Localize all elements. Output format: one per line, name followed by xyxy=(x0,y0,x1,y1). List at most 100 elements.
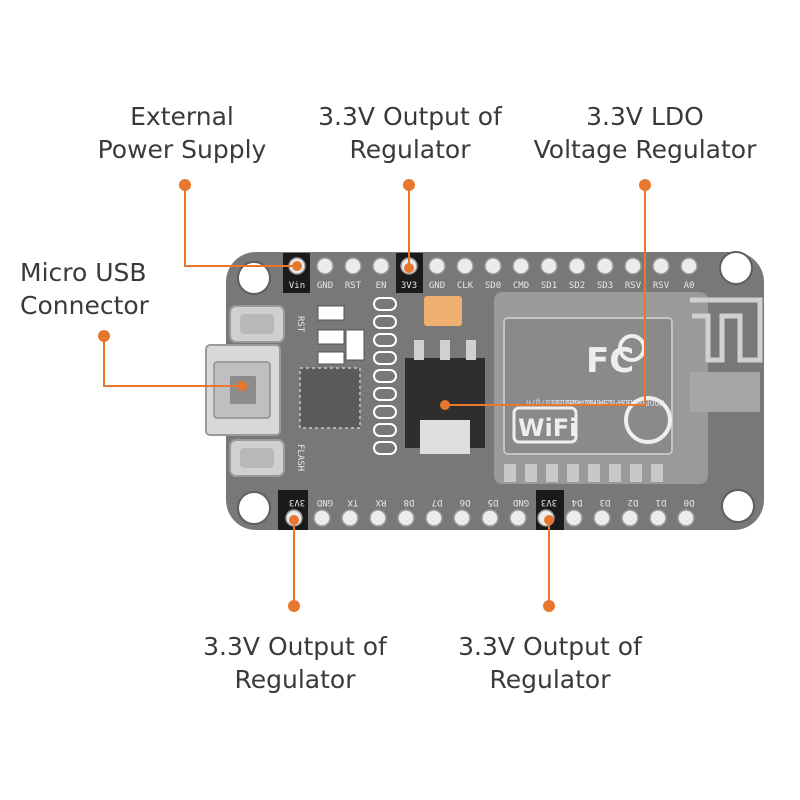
pin-label-bottom-11: D3 xyxy=(600,497,611,507)
pin-label-top-4: 3V3 xyxy=(401,281,417,291)
resistor xyxy=(373,369,397,383)
pin-label-bottom-2: TX xyxy=(347,497,358,507)
pin-label-bottom-6: D6 xyxy=(460,497,471,507)
callout-external-power-supply: External Power Supply xyxy=(97,102,267,164)
esp8266-shield xyxy=(503,317,673,455)
module-pad xyxy=(588,464,600,482)
pin-bottom-4 xyxy=(397,509,415,527)
wifi-logo: WiFi xyxy=(518,414,577,442)
pin-bottom-1 xyxy=(313,509,331,527)
pin-label-top-7: SD0 xyxy=(485,281,501,291)
callout-micro-usb-connector: Micro USB Connector xyxy=(20,258,149,320)
pin-top-7 xyxy=(484,257,502,275)
resistor xyxy=(373,351,397,365)
resistor-array xyxy=(373,297,397,455)
usb-serial-chip xyxy=(299,367,361,429)
callout-ldo-regulator: 3.3V LDO Voltage Regulator xyxy=(533,102,757,164)
callout-3v3-output-bottom-right: 3.3V Output of Regulator xyxy=(458,632,642,694)
pin-bottom-13 xyxy=(649,509,667,527)
pin-label-top-12: RSV xyxy=(625,281,642,291)
module-pad xyxy=(525,464,537,482)
pin-label-top-5: GND xyxy=(429,281,445,291)
module-text-line: ESP8266MOD xyxy=(582,398,630,407)
pin-top-14 xyxy=(680,257,698,275)
pin-top-3 xyxy=(372,257,390,275)
dot-3v3-top-end xyxy=(404,263,414,273)
pin-top-8 xyxy=(512,257,530,275)
pin-top-9 xyxy=(540,257,558,275)
dot-ldo-end xyxy=(440,400,450,410)
pin-top-12 xyxy=(624,257,642,275)
pin-label-top-6: CLK xyxy=(457,281,474,291)
pin-label-bottom-14: D0 xyxy=(684,497,695,507)
callout-3v3-output-bottom-left: 3.3V Output of Regulator xyxy=(203,632,387,694)
leader-ldo xyxy=(445,185,646,406)
dot-3v3-bottom-right xyxy=(543,600,555,612)
pin-bottom-7 xyxy=(481,509,499,527)
pin-label-bottom-8: GND xyxy=(513,497,529,507)
pcb-antenna xyxy=(690,297,763,363)
pin-label-top-0: Vin xyxy=(289,281,305,291)
pin-bottom-8 xyxy=(509,509,527,527)
pin-label-bottom-4: D8 xyxy=(404,497,415,507)
pin-label-bottom-5: D7 xyxy=(432,497,443,507)
resistor xyxy=(373,315,397,329)
pin-top-5 xyxy=(428,257,446,275)
resistor xyxy=(373,333,397,347)
pin-bottom-10 xyxy=(565,509,583,527)
pin-bottom-3 xyxy=(369,509,387,527)
module-text-line: PA +25dBm xyxy=(552,398,596,407)
callout-lines xyxy=(103,185,646,606)
pin-label-top-14: A0 xyxy=(684,281,695,291)
mounting-hole xyxy=(237,491,271,525)
pin-label-top-2: RST xyxy=(345,281,362,291)
leader-external-power xyxy=(184,185,297,267)
pin-label-bottom-0: 3V3 xyxy=(289,497,305,507)
mounting-hole xyxy=(237,261,271,295)
pin-label-top-11: SD3 xyxy=(597,281,613,291)
pin-label-bottom-1: GND xyxy=(317,497,333,507)
dot-3v3-top xyxy=(403,179,415,191)
pin-bottom-11 xyxy=(593,509,611,527)
pin-top-10 xyxy=(568,257,586,275)
resistor xyxy=(373,405,397,419)
module-pad xyxy=(546,464,558,482)
dot-usb-end xyxy=(237,381,247,391)
module-pad xyxy=(630,464,642,482)
pin-bottom-5 xyxy=(425,509,443,527)
espressif-logo xyxy=(624,396,672,444)
pin-bottom-2 xyxy=(341,509,359,527)
pin-top-6 xyxy=(456,257,474,275)
pin-label-top-3: EN xyxy=(376,281,387,291)
pin-label-bottom-3: RX xyxy=(375,497,386,507)
pin-bottom-6 xyxy=(453,509,471,527)
pin-label-bottom-10: D4 xyxy=(572,497,583,507)
resistor xyxy=(373,441,397,455)
pin-top-13 xyxy=(652,257,670,275)
module-text-line: MODEL xyxy=(640,398,664,407)
dot-ldo xyxy=(639,179,651,191)
flash-label: FLASH xyxy=(295,444,305,471)
leader-usb xyxy=(103,336,242,387)
pin-label-bottom-9: 3V3 xyxy=(541,497,557,507)
resistor xyxy=(373,297,397,311)
callout-dots xyxy=(98,179,651,612)
dot-3v3-bottom-left xyxy=(288,600,300,612)
dot-3v3-bottom-left-end xyxy=(289,515,299,525)
dot-3v3-bottom-right-end xyxy=(544,515,554,525)
pin-label-top-8: CMD xyxy=(513,281,529,291)
rst-label: RST xyxy=(295,316,305,333)
pin-label-bottom-7: D5 xyxy=(488,497,499,507)
dot-usb xyxy=(98,330,110,342)
pin-top-11 xyxy=(596,257,614,275)
capacitor xyxy=(424,296,462,326)
mounting-hole xyxy=(721,489,755,523)
pin-label-bottom-12: D2 xyxy=(628,497,639,507)
pin-label-top-13: RSV xyxy=(653,281,670,291)
pin-bottom-12 xyxy=(621,509,639,527)
callout-3v3-output-top: 3.3V Output of Regulator xyxy=(318,102,502,164)
pin-top-1 xyxy=(316,257,334,275)
resistor xyxy=(373,423,397,437)
